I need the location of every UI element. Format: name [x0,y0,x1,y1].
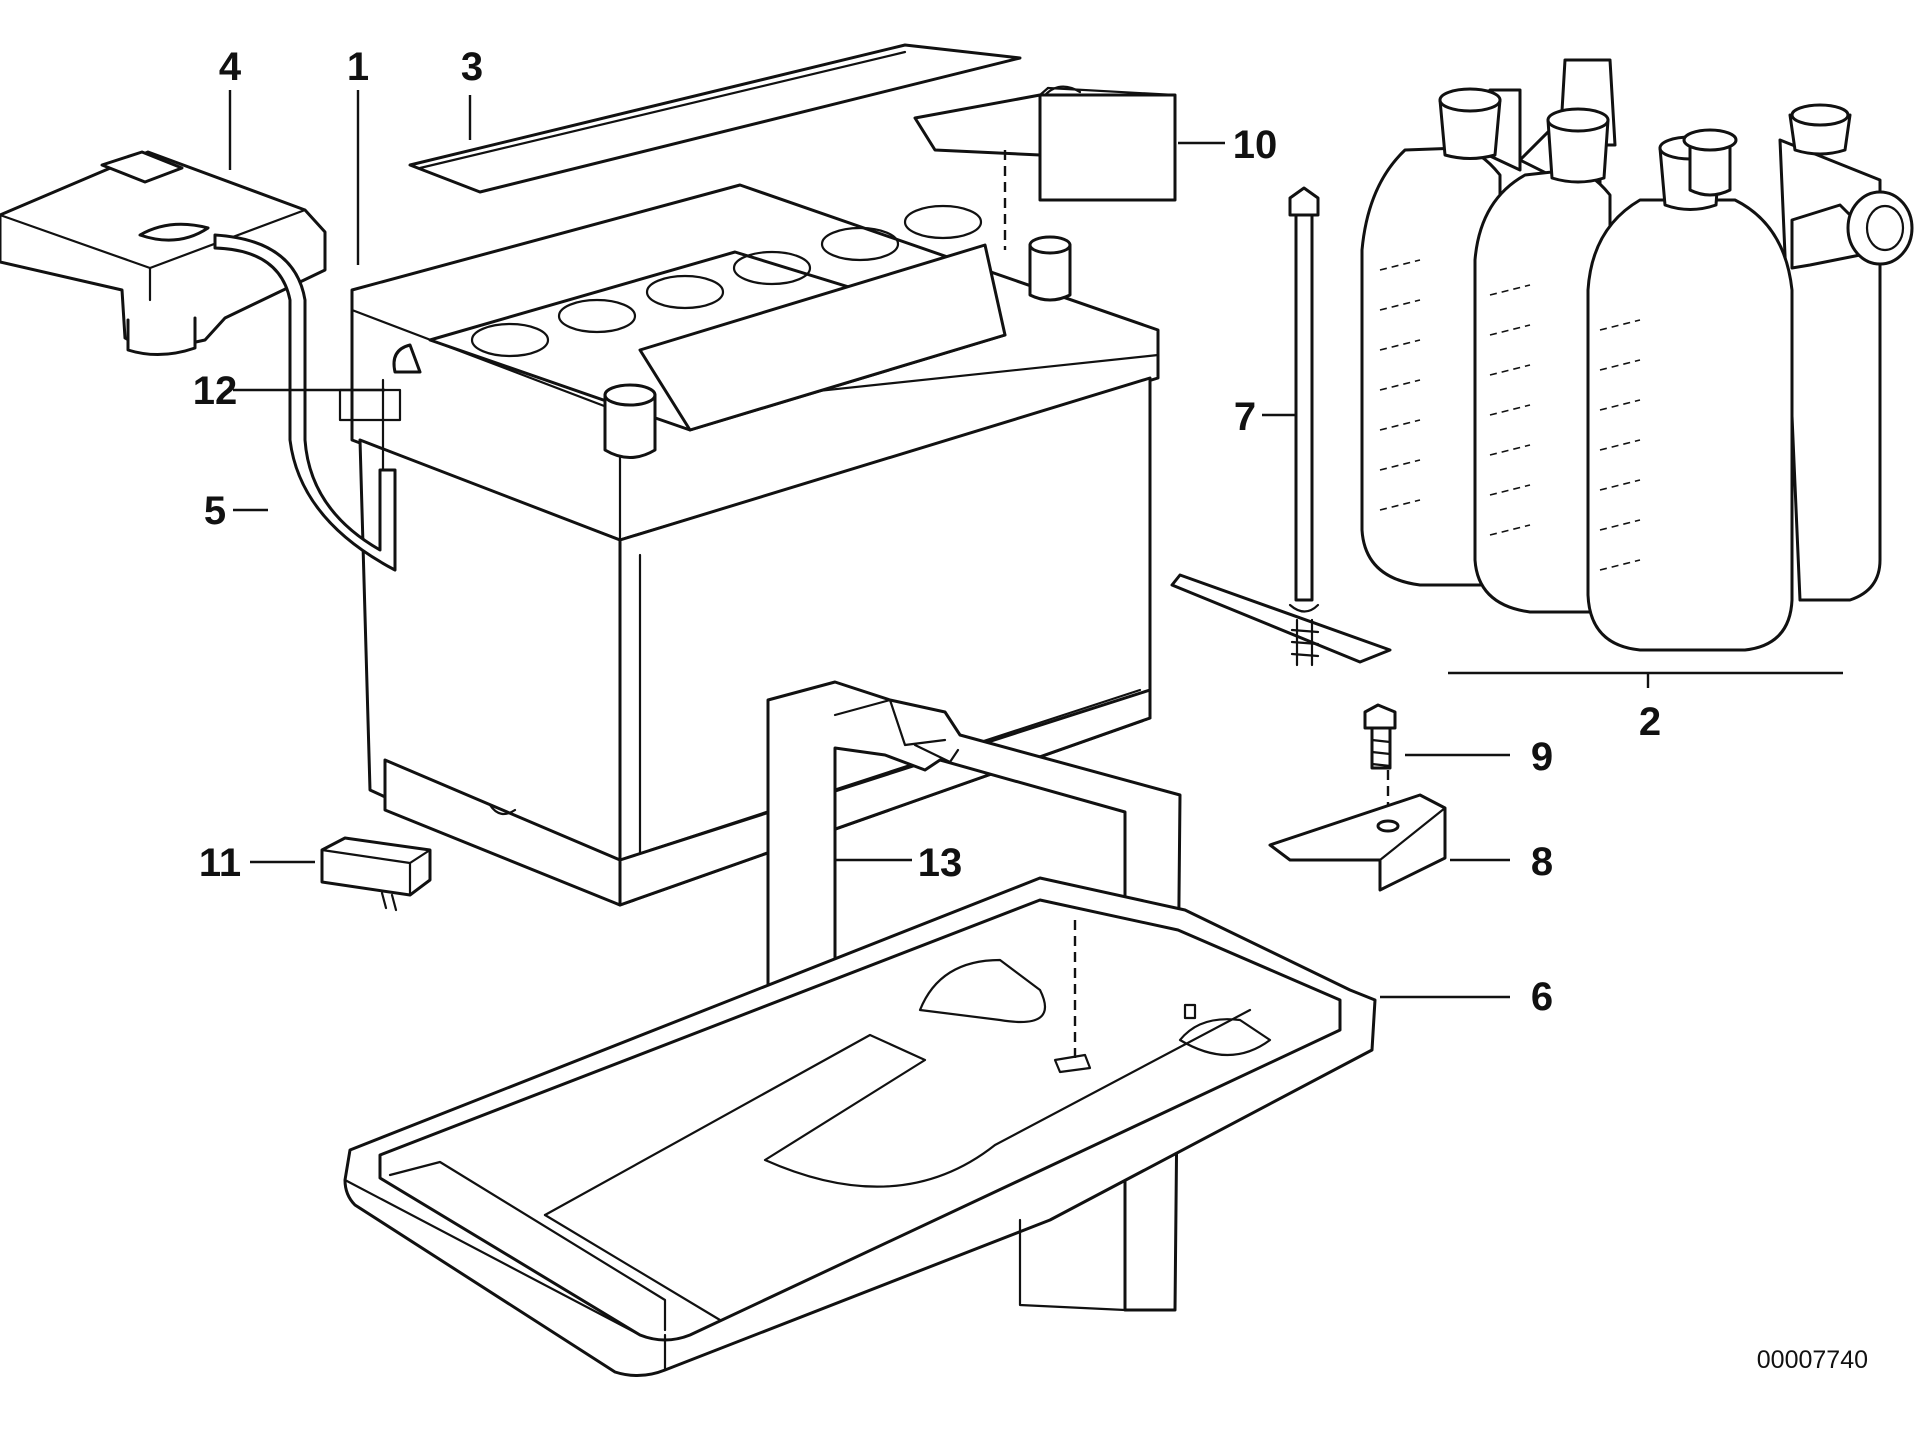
callout-3: 3 [461,45,483,89]
part-clamp-bracket [1268,793,1447,892]
callout-11: 11 [199,841,241,885]
part-battery [350,183,1160,907]
callout-2: 2 [1639,700,1661,744]
callout-5: 5 [204,489,226,533]
callout-1: 1 [347,45,369,89]
callout-7: 7 [1234,395,1256,439]
part-vent-box [0,150,327,357]
leader-lines [228,90,1843,999]
callout-9: 9 [1531,735,1553,779]
part-top-cover-strip [408,43,1022,194]
part-terminal-cover [913,85,1177,250]
callout-6: 6 [1531,975,1553,1019]
part-battery-tray [343,876,1377,1377]
part-electrolyte-bottles [1360,58,1914,652]
callout-labels: 1 2 3 4 5 6 7 8 9 10 11 12 13 [193,45,1661,1019]
callout-10: 10 [1233,123,1278,167]
diagram-reference-number: 00007740 [1757,1346,1868,1374]
callout-8: 8 [1531,840,1553,884]
callout-4: 4 [219,45,242,89]
callout-12: 12 [193,369,238,413]
callout-13: 13 [918,841,963,885]
part-small-block [320,836,432,912]
part-bolt [1363,703,1397,820]
part-hold-down-rod [1170,186,1392,667]
